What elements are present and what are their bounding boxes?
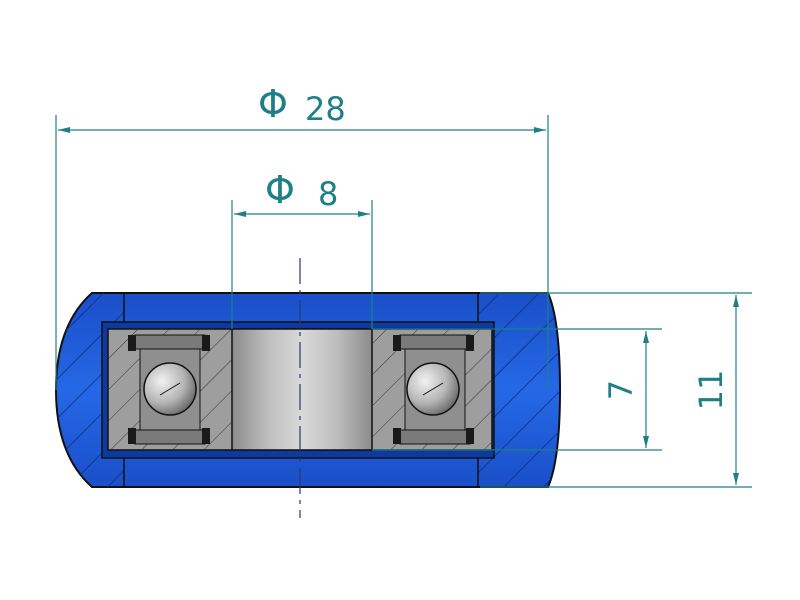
dimension-bore-diameter: Φ 8 <box>231 168 373 329</box>
bore-diameter-value: 8 <box>318 175 338 213</box>
bearing-right-section <box>372 329 492 450</box>
dimension-outer-diameter: Φ 28 <box>55 82 549 390</box>
outer-diameter-value: 28 <box>305 90 346 128</box>
bearing-width-value: 7 <box>602 380 640 400</box>
bearing-left-section <box>108 329 232 450</box>
dimension-wheel-width: 11 <box>480 292 752 488</box>
wheel-width-value: 11 <box>692 370 730 411</box>
bearing-inner-ring <box>231 328 373 451</box>
dimension-bearing-width: 7 <box>372 328 662 451</box>
bore-diameter-symbol: Φ <box>265 168 295 212</box>
outer-diameter-symbol: Φ <box>258 82 288 126</box>
